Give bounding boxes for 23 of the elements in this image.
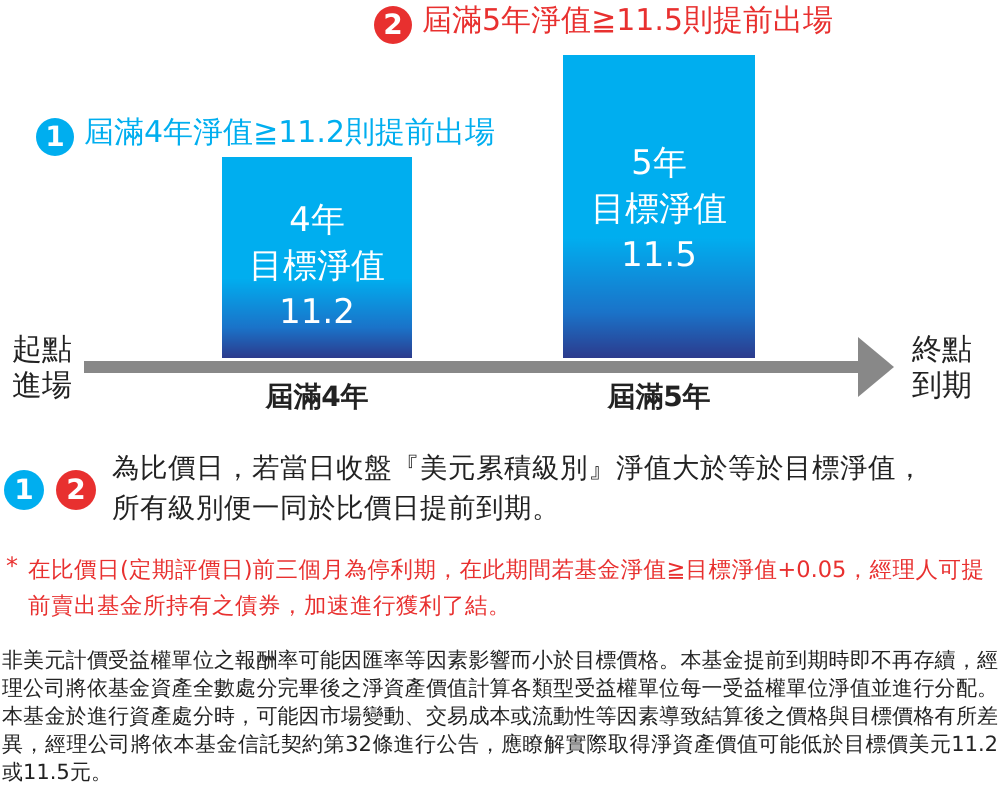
period-label: 屆滿5年 (606, 379, 712, 415)
target-bar (222, 157, 412, 358)
disclaimer-text: 非美元計價受益權單位之報酬率可能因匯率等因素影響而小於目標價格。本基金提前到期時即不再存續，經理公司將依基金資產全數處分完畢後之淨資產價值計算各類型受益權單位每一受益權單位淨值並進行分配。本基金於進行資產處分時，可能因市場變動、交易成本或流動性等因素導致結算後之價格與目標價格有所差異，經理公司將依本基金信託契約第32條進行公告，應瞭解實際取得淨資產價值可能低於目標價美元11.2或11.5元。 (2, 647, 998, 786)
bar-text: 目標淨值 (248, 245, 386, 288)
note-text: 在比價日(定期評價日)前三個月為停利期，在此期間若基金淨值≧目標淨值+0.05，經理人可提前賣出基金所持有之債券，加速進行獲利了結。 (28, 556, 986, 621)
timeline-arrow (84, 337, 894, 397)
number-badge: 2 (374, 6, 412, 44)
number-badge: 1 (4, 470, 44, 510)
exit-condition: 屆滿5年淨值≧11.5則提前出場 (422, 2, 834, 40)
number-badge: 2 (56, 470, 96, 510)
bar-text: 4年 (288, 199, 346, 242)
period-label: 屆滿4年 (264, 379, 370, 415)
timeline-end-label: 終點到期 (912, 332, 976, 404)
exit-condition: 屆滿4年淨值≧11.2則提前出場 (84, 114, 496, 152)
bar-text: 目標淨值 (590, 188, 728, 231)
number-badge: 1 (36, 118, 74, 156)
explanation-text: 為比價日，若當日收盤『美元累積級別』淨值大於等於目標淨值，所有級別便一同於比價日提前到期。 (112, 451, 925, 526)
timeline-end-label: 起點進場 (12, 332, 76, 404)
asterisk: * (6, 552, 18, 580)
bar-text: 5年 (630, 142, 688, 185)
target-bar (563, 55, 755, 358)
bar-text: 11.2 (278, 291, 356, 334)
bar-text: 11.5 (620, 234, 698, 277)
